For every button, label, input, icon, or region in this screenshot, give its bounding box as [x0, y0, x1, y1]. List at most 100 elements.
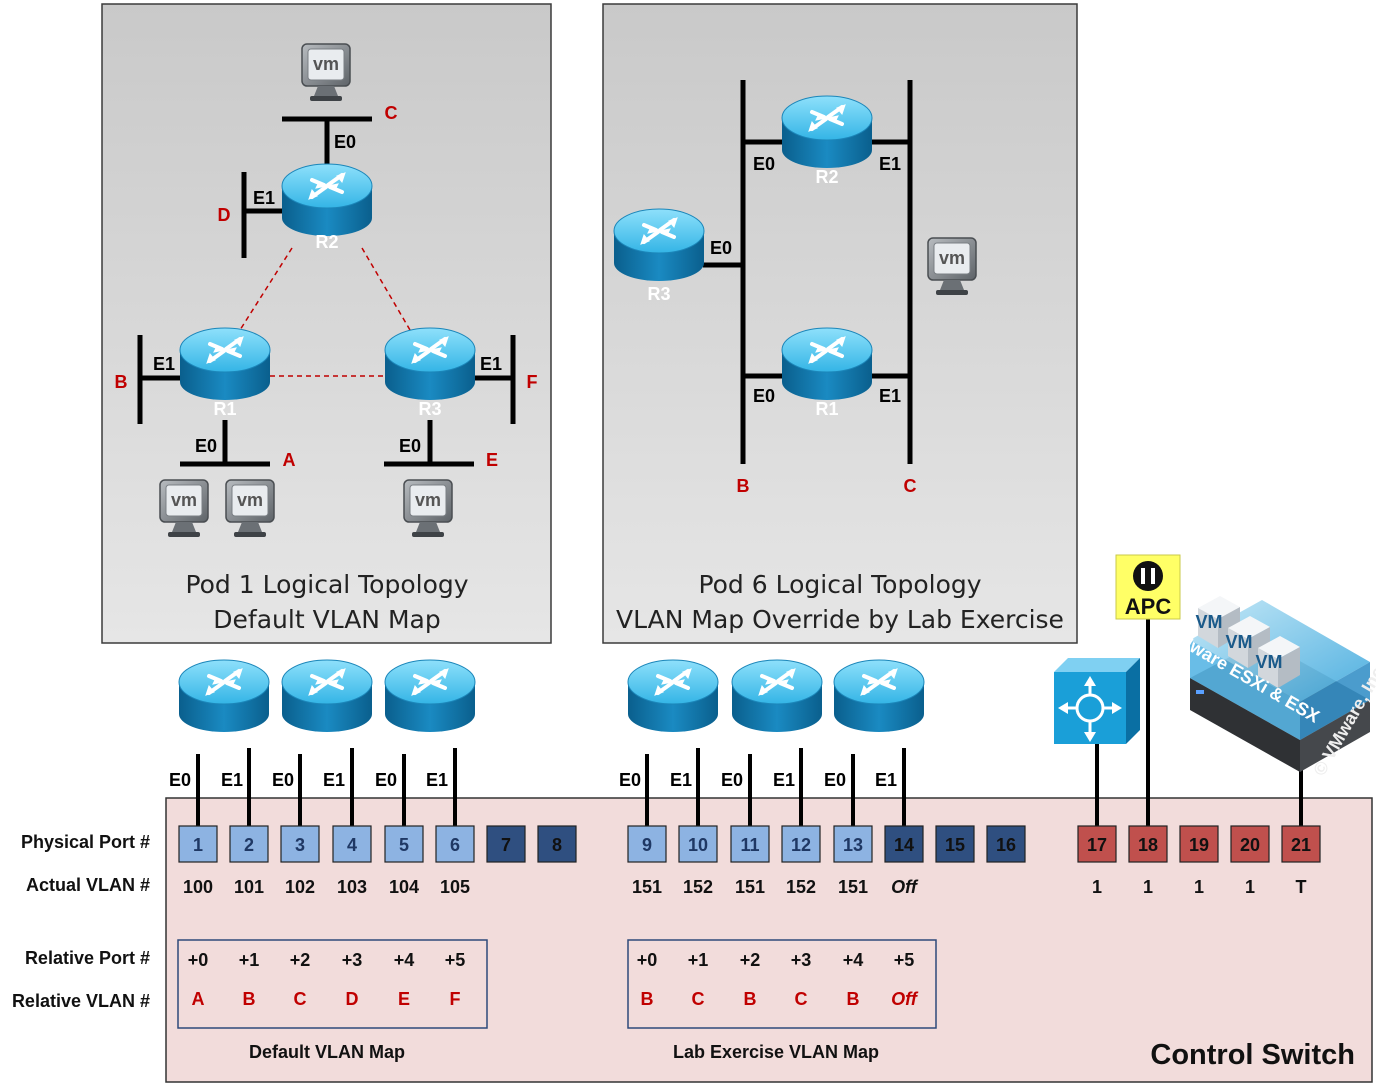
relative-vlan: B — [641, 989, 654, 1009]
vm-label: vm — [171, 490, 197, 510]
port-actual-vlan: 1 — [1143, 877, 1153, 897]
switch-port-15: 15 — [935, 825, 975, 863]
interface-label: E0 — [334, 132, 356, 152]
relative-vlan: B — [744, 989, 757, 1009]
relative-vlan: C — [692, 989, 705, 1009]
relative-port: +3 — [342, 950, 363, 970]
interface-label: E1 — [879, 386, 901, 406]
interface-label: E0 — [195, 436, 217, 456]
relative-port: +1 — [239, 950, 260, 970]
segment-label-c: C — [385, 103, 398, 123]
pod6-title-line1: Pod 6 Logical Topology — [698, 570, 981, 599]
port-actual-vlan: 152 — [683, 877, 713, 897]
relative-port: +4 — [394, 950, 415, 970]
switch-port-19: 191 — [1179, 825, 1219, 897]
relative-port: +2 — [740, 950, 761, 970]
interface-label: E1 — [879, 154, 901, 174]
serial-links — [239, 247, 411, 377]
port-actual-vlan: 104 — [389, 877, 419, 897]
row-label-physical-port: Physical Port # — [21, 832, 150, 852]
router-label-r3: R3 — [418, 399, 441, 419]
segment-label-b: B — [737, 476, 750, 496]
port-actual-vlan: 102 — [285, 877, 315, 897]
segment-label-c: C — [904, 476, 917, 496]
interface-label: E0 — [619, 770, 641, 790]
interface-label: E0 — [375, 770, 397, 790]
multilayer-switch-icon — [1054, 658, 1140, 744]
interface-label: E0 — [824, 770, 846, 790]
interface-label: E1 — [670, 770, 692, 790]
interface-label: E1 — [221, 770, 243, 790]
port-box — [537, 825, 577, 863]
pod6-r1-router-icon — [780, 326, 874, 402]
switch-port-5: 5 104 — [384, 825, 424, 897]
router-label-r1: R1 — [661, 732, 684, 752]
switch-port-16: 16 — [986, 825, 1026, 863]
port-box — [280, 825, 320, 863]
switch-port-10: 10 152 — [678, 825, 718, 897]
row-label-actual-vlan: Actual VLAN # — [26, 875, 150, 895]
port-actual-vlan: 101 — [234, 877, 264, 897]
port-actual-vlan: 1 — [1245, 877, 1255, 897]
port-number: 12 — [791, 835, 811, 855]
row-label-relative-vlan: Relative VLAN # — [12, 991, 150, 1011]
default-vlan-map-box — [177, 939, 488, 1029]
relative-port: +2 — [290, 950, 311, 970]
interface-label: E0 — [710, 238, 732, 258]
port-box — [229, 825, 269, 863]
port-box — [332, 825, 372, 863]
pod1-r3-router-icon — [383, 326, 477, 402]
segment-label-a: A — [283, 450, 296, 470]
port-box — [935, 825, 975, 863]
relative-port: +3 — [791, 950, 812, 970]
segment-label-d: D — [218, 205, 231, 225]
port-number: 3 — [295, 835, 305, 855]
r3-router-icon — [383, 658, 477, 734]
router-label-r2: R2 — [815, 167, 838, 187]
port-actual-vlan: 105 — [440, 877, 470, 897]
relative-port: +5 — [445, 950, 466, 970]
relative-port: +0 — [188, 950, 209, 970]
interface-label: E0 — [272, 770, 294, 790]
vm-label: vm — [313, 54, 339, 74]
interface-label: E0 — [753, 386, 775, 406]
segment-label-b: B — [115, 372, 128, 392]
switch-port-18: 181 — [1128, 825, 1168, 897]
port-box — [627, 825, 667, 863]
segment-label-f: F — [527, 372, 538, 392]
port-number: 6 — [450, 835, 460, 855]
interface-label: E0 — [753, 154, 775, 174]
vm-box-label: VM — [1196, 612, 1223, 632]
router-label-r1: R1 — [213, 399, 236, 419]
apc-power-icon — [1115, 554, 1181, 620]
port-box — [678, 825, 718, 863]
relative-vlan: Off — [891, 989, 919, 1009]
interface-label: E0 — [399, 436, 421, 456]
port-number: 10 — [688, 835, 708, 855]
r2-router-icon — [730, 658, 824, 734]
relative-vlan: F — [450, 989, 461, 1009]
pod1-r1-router-icon — [178, 326, 272, 402]
port-number: 5 — [399, 835, 409, 855]
switch-port-7: 7 — [486, 825, 526, 863]
relative-port: +5 — [894, 950, 915, 970]
relative-vlan: B — [243, 989, 256, 1009]
interface-label: E1 — [875, 770, 897, 790]
esx-server-icon — [1190, 596, 1370, 772]
router-label-r2: R2 — [315, 232, 338, 252]
port-box — [1230, 825, 1270, 863]
relative-vlan: A — [192, 989, 205, 1009]
router-label-r2: R2 — [315, 732, 338, 752]
relative-vlan: B — [847, 989, 860, 1009]
router-label-r2: R2 — [765, 732, 788, 752]
port-number: 4 — [347, 835, 357, 855]
control-switch-title: Control Switch — [1150, 1039, 1355, 1071]
port-box — [781, 825, 821, 863]
port-number: 19 — [1189, 835, 1209, 855]
